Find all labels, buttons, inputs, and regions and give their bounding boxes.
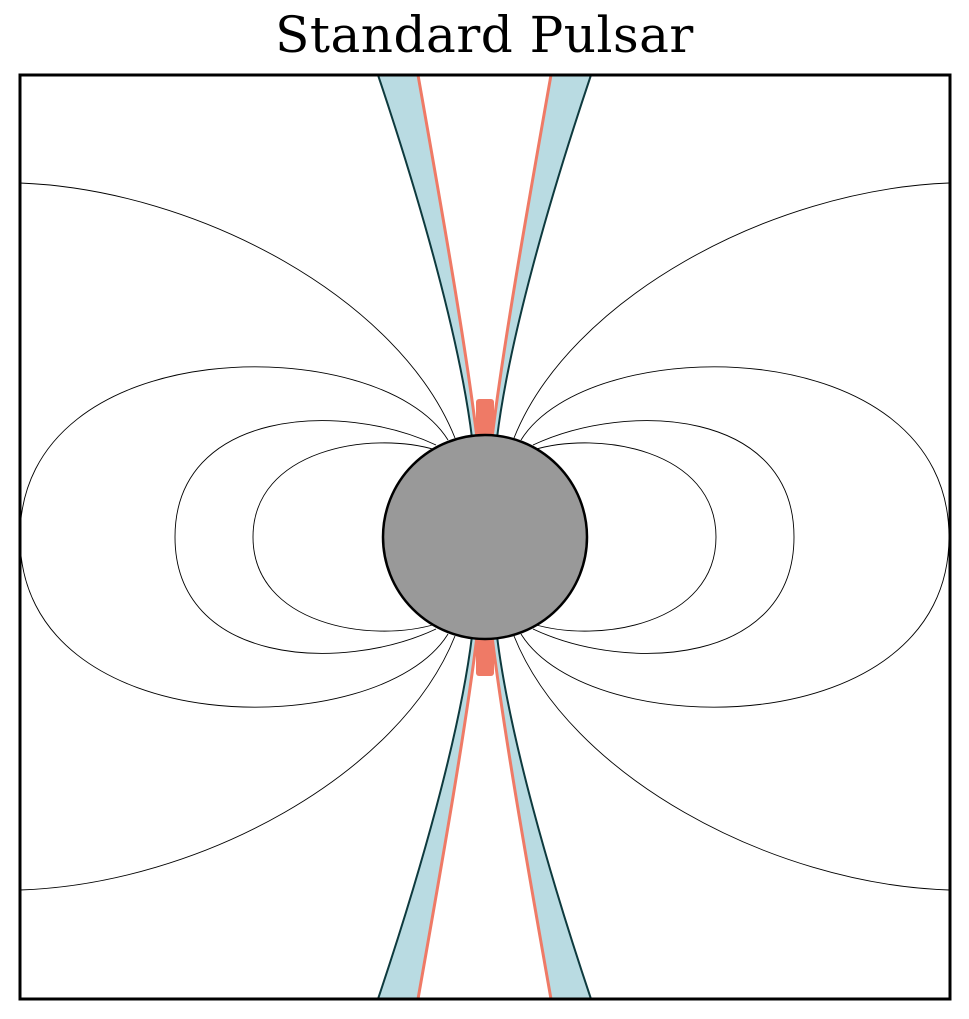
last-open-field-lines bbox=[416, 75, 553, 999]
diagram-title: Standard Pulsar bbox=[275, 6, 694, 64]
field-line-large bbox=[20, 366, 449, 708]
neutron-star bbox=[381, 433, 589, 641]
field-line-outer bbox=[20, 182, 456, 439]
closed-field-lines bbox=[20, 182, 950, 891]
polar-cap-south bbox=[476, 636, 494, 676]
field-line-outer bbox=[513, 182, 950, 439]
field-line-medium bbox=[174, 420, 437, 654]
field-line-small bbox=[532, 442, 717, 632]
field-line-medium bbox=[532, 420, 795, 654]
plot-frame bbox=[18, 73, 952, 1001]
field-line-outer bbox=[20, 635, 456, 891]
polar-cap-north bbox=[476, 399, 494, 439]
field-line-outer bbox=[513, 635, 950, 891]
field-line-small bbox=[252, 442, 437, 632]
